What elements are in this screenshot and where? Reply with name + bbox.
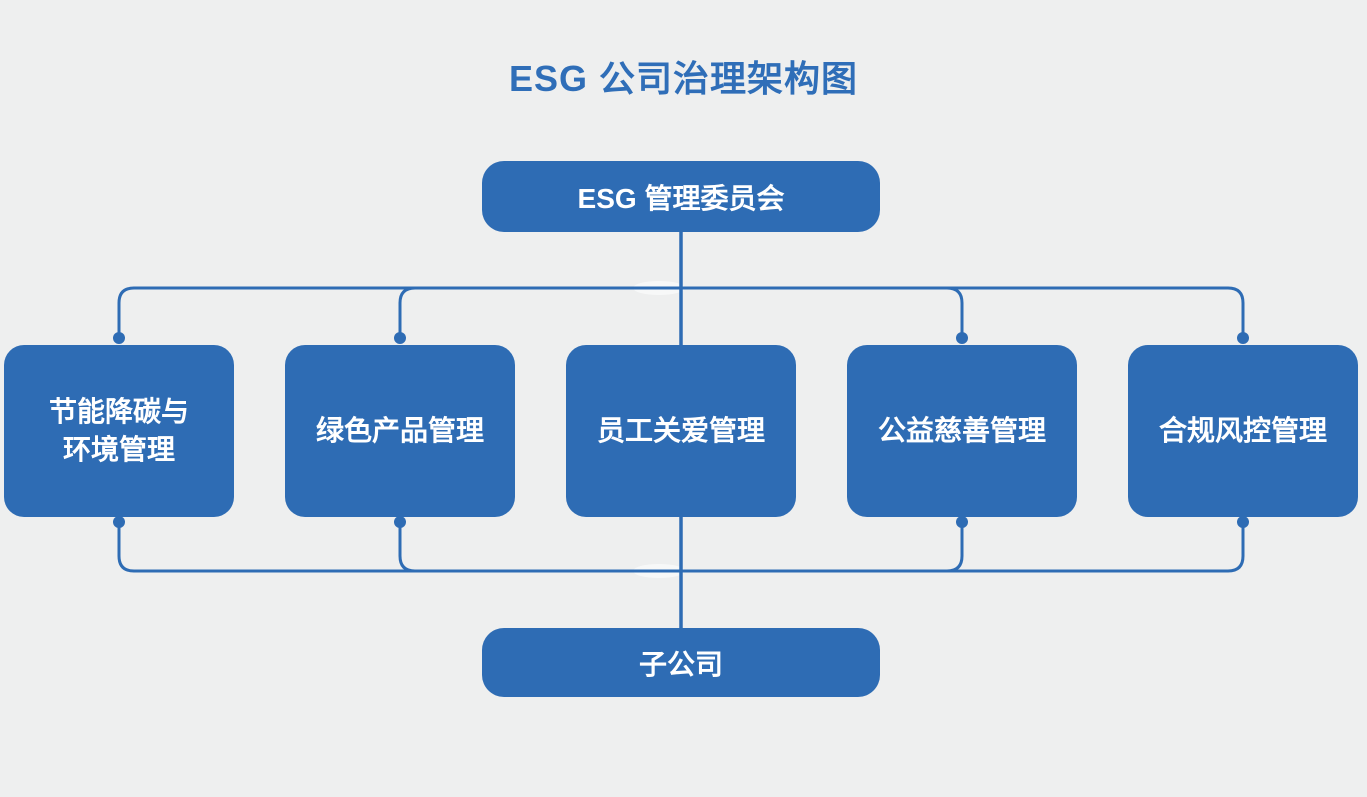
node-esg-committee: ESG 管理委员会 xyxy=(482,161,880,232)
node-label: 绿色产品管理 xyxy=(315,415,484,446)
node-energy-environment: 节能降碳与 环境管理 xyxy=(4,345,234,517)
node-green-product: 绿色产品管理 xyxy=(285,345,515,517)
connector-bottom-dept5 xyxy=(681,523,1245,573)
node-employee-care: 员工关爱管理 xyxy=(566,345,796,517)
node-charity: 公益慈善管理 xyxy=(847,345,1077,517)
node-label: 合规风控管理 xyxy=(1158,415,1327,446)
connector-top-dept2 xyxy=(398,286,681,333)
connector-dot xyxy=(113,516,125,528)
node-label: 子公司 xyxy=(638,648,723,680)
node-label: 员工关爱管理 xyxy=(596,415,765,446)
connector-top-dept5 xyxy=(681,286,1245,333)
connector-dot xyxy=(1237,516,1249,528)
connector-bottom-dept2 xyxy=(398,523,681,573)
connector-top-dept1 xyxy=(117,286,681,333)
connector-dot xyxy=(956,332,968,344)
diagram-title: ESG 公司治理架构图 xyxy=(508,58,859,99)
node-label: 公益慈善管理 xyxy=(877,415,1046,446)
node-subsidiary: 子公司 xyxy=(482,628,880,697)
connector-dot xyxy=(113,332,125,344)
connector-dot xyxy=(1237,332,1249,344)
node-label: 节能降碳与 环境管理 xyxy=(48,396,189,465)
connector-dot xyxy=(394,516,406,528)
connector-dot xyxy=(956,516,968,528)
connector-dot xyxy=(394,332,406,344)
node-compliance-risk: 合规风控管理 xyxy=(1128,345,1358,517)
connector-top-dept4 xyxy=(681,286,964,333)
node-label: ESG 管理委员会 xyxy=(577,182,785,214)
connector-bottom-dept4 xyxy=(681,523,964,573)
connector-bottom-dept1 xyxy=(117,523,681,573)
